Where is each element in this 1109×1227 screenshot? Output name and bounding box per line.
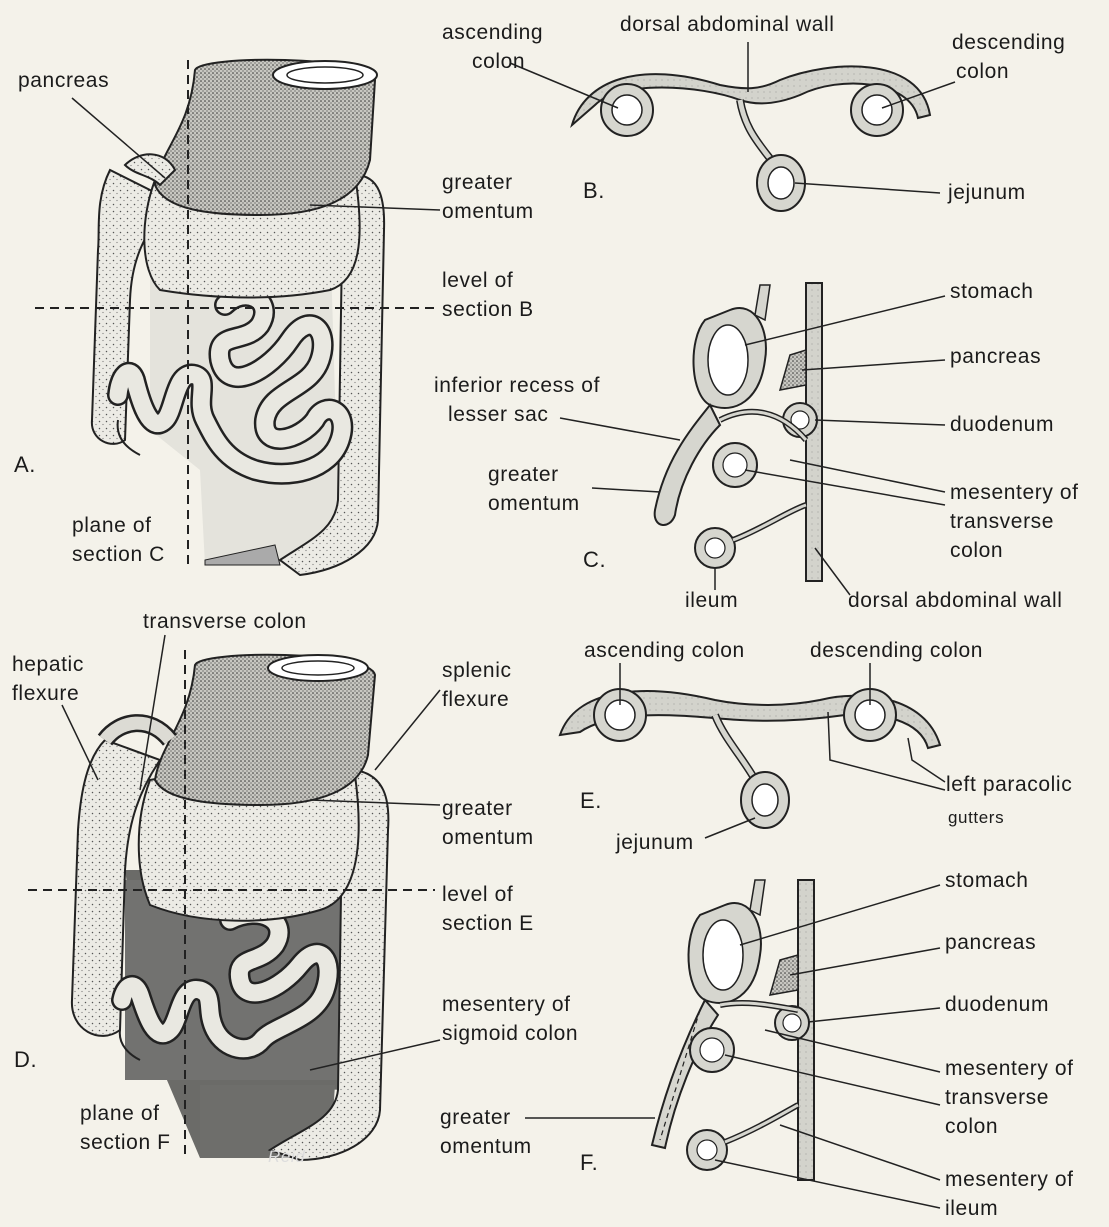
label-line: flexure	[442, 685, 512, 714]
label-line: greater	[440, 1103, 532, 1132]
label-d-transverse-colon: transverse colon	[143, 607, 307, 636]
panel-e-drawing	[560, 663, 945, 838]
label-a-level-of-section-b: level of section B	[442, 266, 534, 324]
label-f-mesentery-of-ileum: mesentery of ileum	[945, 1165, 1074, 1223]
label-d-splenic-flexure: splenic flexure	[442, 656, 512, 714]
label-line: greater	[488, 460, 580, 489]
label-f-pancreas: pancreas	[945, 928, 1036, 957]
label-b-descending-colon: descending colon	[952, 28, 1065, 86]
label-line: colon	[945, 1112, 1074, 1141]
panel-d-letter: D.	[14, 1045, 37, 1074]
label-line: transverse	[950, 507, 1079, 536]
label-d-greater-omentum: greater omentum	[442, 794, 534, 852]
label-line: level of	[442, 266, 534, 295]
label-e-descending-colon: descending colon	[810, 636, 983, 665]
label-line: splenic	[442, 656, 512, 685]
panel-a-drawing	[35, 60, 440, 575]
label-a-plane-of-section-c: plane of section C	[72, 511, 165, 569]
label-line: section C	[72, 540, 165, 569]
label-line: sigmoid colon	[442, 1019, 578, 1048]
label-line: plane of	[80, 1099, 171, 1128]
label-line: flexure	[12, 679, 84, 708]
label-line: section F	[80, 1128, 171, 1157]
label-line: ileum	[945, 1194, 1074, 1223]
label-line: colon	[952, 57, 1065, 86]
label-line: mesentery of	[945, 1054, 1074, 1083]
label-line: section B	[442, 295, 534, 324]
panel-a-letter: A.	[14, 450, 36, 479]
label-c-inferior-recess: inferior recess of lesser sac	[434, 371, 600, 429]
label-c-ileum: ileum	[685, 586, 738, 615]
label-line: hepatic	[12, 650, 84, 679]
panel-d-drawing	[28, 635, 440, 1160]
label-e-gutters: gutters	[948, 803, 1004, 832]
label-line: colon	[442, 47, 543, 76]
label-line: mesentery of	[950, 478, 1079, 507]
label-line: section E	[442, 909, 534, 938]
label-line: inferior recess of	[434, 371, 600, 400]
label-c-greater-omentum: greater omentum	[488, 460, 580, 518]
label-line: mesentery of	[442, 990, 578, 1019]
label-line: greater	[442, 794, 534, 823]
label-f-stomach: stomach	[945, 866, 1029, 895]
label-line: omentum	[488, 489, 580, 518]
label-f-duodenum: duodenum	[945, 990, 1049, 1019]
label-c-stomach: stomach	[950, 277, 1034, 306]
label-b-ascending-colon: ascending colon	[442, 18, 543, 76]
label-d-plane-of-section-f: plane of section F	[80, 1099, 171, 1157]
label-line: mesentery of	[945, 1165, 1074, 1194]
artist-signature: Reid	[268, 1142, 305, 1171]
label-line: greater	[442, 168, 534, 197]
label-line: ascending	[442, 18, 543, 47]
label-e-jejunum: jejunum	[616, 828, 694, 857]
label-f-mesentery-of-transverse-colon: mesentery of transverse colon	[945, 1054, 1074, 1141]
label-e-left-paracolic: left paracolic	[946, 770, 1072, 799]
panel-c-letter: C.	[583, 545, 606, 574]
label-d-mesentery-of-sigmoid-colon: mesentery of sigmoid colon	[442, 990, 578, 1048]
label-e-ascending-colon: ascending colon	[584, 636, 745, 665]
label-line: lesser sac	[434, 400, 600, 429]
panel-b-letter: B.	[583, 176, 605, 205]
label-b-jejunum: jejunum	[948, 178, 1026, 207]
panel-b-drawing	[510, 42, 955, 211]
label-c-mesentery-of-transverse-colon: mesentery of transverse colon	[950, 478, 1079, 565]
panel-f-letter: F.	[580, 1148, 598, 1177]
panel-e-letter: E.	[580, 786, 602, 815]
label-line: omentum	[442, 823, 534, 852]
label-c-pancreas: pancreas	[950, 342, 1041, 371]
label-f-greater-omentum: greater omentum	[440, 1103, 532, 1161]
panel-f-greater-omentum	[652, 1000, 718, 1148]
label-line: omentum	[442, 197, 534, 226]
label-b-dorsal-abdominal-wall: dorsal abdominal wall	[620, 10, 835, 39]
label-line: omentum	[440, 1132, 532, 1161]
label-line: level of	[442, 880, 534, 909]
label-line: colon	[950, 536, 1079, 565]
panel-c-drawing	[560, 283, 945, 595]
label-line: descending	[952, 28, 1065, 57]
label-a-pancreas: pancreas	[18, 66, 109, 95]
label-a-greater-omentum: greater omentum	[442, 168, 534, 226]
label-c-dorsal-abdominal-wall: dorsal abdominal wall	[848, 586, 1063, 615]
label-c-duodenum: duodenum	[950, 410, 1054, 439]
label-line: transverse	[945, 1083, 1074, 1112]
label-line: plane of	[72, 511, 165, 540]
label-d-level-of-section-e: level of section E	[442, 880, 534, 938]
panel-c-greater-omentum	[655, 405, 720, 525]
label-d-hepatic-flexure: hepatic flexure	[12, 650, 84, 708]
